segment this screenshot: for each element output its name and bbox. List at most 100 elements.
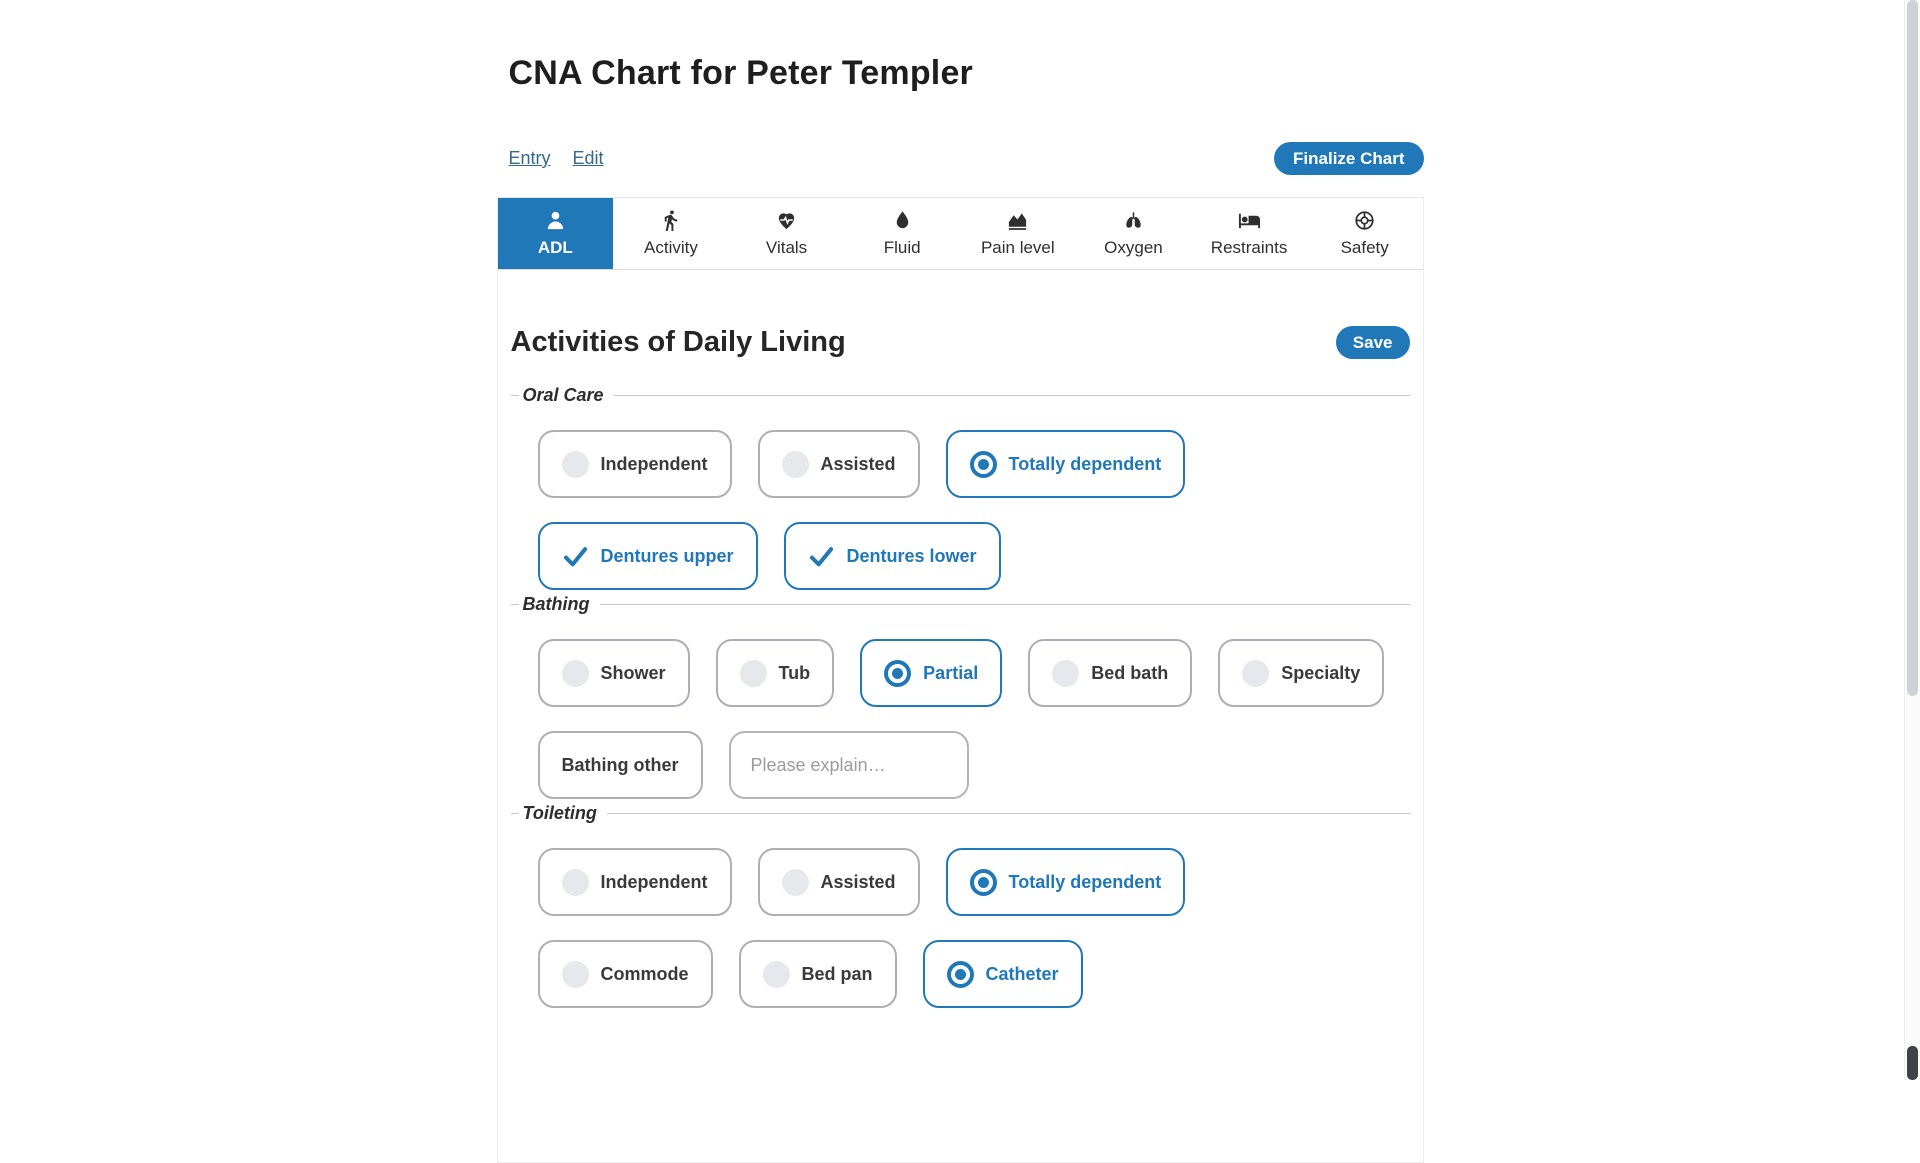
- tab-label: Activity: [644, 238, 698, 258]
- heart-pulse-icon: [775, 209, 798, 232]
- bed-icon: [1238, 209, 1261, 232]
- option-bathing-bed-bath[interactable]: Bed bath: [1028, 639, 1192, 707]
- tab-label: Vitals: [766, 238, 807, 258]
- lungs-icon: [1122, 209, 1145, 232]
- option-label: Totally dependent: [1009, 872, 1162, 893]
- toolbar-links: Entry Edit: [509, 148, 604, 169]
- tab-restraints[interactable]: Restraints: [1191, 198, 1307, 269]
- radio-indicator: [1242, 660, 1269, 687]
- radio-indicator: [763, 961, 790, 988]
- option-label: Dentures lower: [847, 546, 977, 567]
- save-button[interactable]: Save: [1336, 326, 1410, 359]
- scrollbar-bottom-mark: [1907, 1046, 1918, 1080]
- option-label: Commode: [601, 964, 689, 985]
- radio-indicator: [740, 660, 767, 687]
- option-oral-independent[interactable]: Independent: [538, 430, 732, 498]
- radio-indicator-selected: [970, 451, 997, 478]
- tab-pain-level[interactable]: Pain level: [960, 198, 1076, 269]
- radio-indicator: [1052, 660, 1079, 687]
- option-bathing-shower[interactable]: Shower: [538, 639, 690, 707]
- check-icon: [562, 543, 589, 570]
- option-label: Catheter: [986, 964, 1059, 985]
- radio-indicator-selected: [947, 961, 974, 988]
- radio-indicator: [782, 451, 809, 478]
- option-toileting-catheter[interactable]: Catheter: [923, 940, 1083, 1008]
- person-icon: [544, 209, 567, 232]
- option-oral-assisted[interactable]: Assisted: [758, 430, 920, 498]
- radio-indicator: [782, 869, 809, 896]
- option-dentures-lower[interactable]: Dentures lower: [784, 522, 1001, 590]
- dentures-row: Dentures upper Dentures lower: [538, 522, 1410, 590]
- radio-indicator: [562, 660, 589, 687]
- option-toileting-assisted[interactable]: Assisted: [758, 848, 920, 916]
- bathing-other-row: Bathing other: [538, 731, 1410, 799]
- option-label: Dentures upper: [601, 546, 734, 567]
- option-label: Assisted: [821, 454, 896, 475]
- option-label: Shower: [601, 663, 666, 684]
- page-title: CNA Chart for Peter Templer: [509, 54, 1424, 93]
- life-ring-icon: [1353, 209, 1376, 232]
- option-label: Specialty: [1281, 663, 1360, 684]
- option-label: Independent: [601, 872, 708, 893]
- tab-label: Oxygen: [1104, 238, 1163, 258]
- panel-content: Activities of Daily Living Save Oral Car…: [498, 326, 1423, 1022]
- group-legend: Oral Care: [519, 383, 614, 408]
- radio-indicator: [562, 451, 589, 478]
- option-dentures-upper[interactable]: Dentures upper: [538, 522, 758, 590]
- area-chart-icon: [1006, 209, 1029, 232]
- tab-label: Fluid: [884, 238, 921, 258]
- option-oral-totally-dependent[interactable]: Totally dependent: [946, 430, 1186, 498]
- option-bathing-specialty[interactable]: Specialty: [1218, 639, 1384, 707]
- option-toileting-independent[interactable]: Independent: [538, 848, 732, 916]
- panel-header: Activities of Daily Living Save: [511, 326, 1410, 359]
- group-legend: Bathing: [519, 592, 600, 617]
- tab-oxygen[interactable]: Oxygen: [1076, 198, 1192, 269]
- option-toileting-bed-pan[interactable]: Bed pan: [739, 940, 897, 1008]
- option-label: Bed bath: [1091, 663, 1168, 684]
- option-bathing-partial[interactable]: Partial: [860, 639, 1002, 707]
- tab-label: Safety: [1341, 238, 1389, 258]
- option-label: Bed pan: [802, 964, 873, 985]
- option-bathing-other[interactable]: Bathing other: [538, 731, 703, 799]
- tab-adl[interactable]: ADL: [498, 198, 614, 269]
- finalize-chart-button[interactable]: Finalize Chart: [1274, 142, 1423, 175]
- radio-indicator: [562, 869, 589, 896]
- option-bathing-tub[interactable]: Tub: [716, 639, 835, 707]
- option-label: Totally dependent: [1009, 454, 1162, 475]
- explain-input[interactable]: [729, 731, 969, 799]
- entry-link[interactable]: Entry: [509, 148, 551, 169]
- option-toileting-totally-dependent[interactable]: Totally dependent: [946, 848, 1186, 916]
- radio-indicator: [562, 961, 589, 988]
- tab-label: Restraints: [1211, 238, 1288, 258]
- tab-label: ADL: [538, 238, 573, 258]
- group-oral-care: Oral Care Independent Assisted Totally d…: [511, 395, 1410, 604]
- oral-care-level-row: Independent Assisted Totally dependent: [538, 430, 1410, 498]
- scrollbar-thumb[interactable]: [1907, 0, 1918, 696]
- tab-bar: ADL Activity Vitals Fluid: [498, 198, 1423, 270]
- tab-safety[interactable]: Safety: [1307, 198, 1423, 269]
- option-label: Partial: [923, 663, 978, 684]
- tab-activity[interactable]: Activity: [613, 198, 729, 269]
- scrollbar[interactable]: [1904, 0, 1920, 1080]
- option-label: Assisted: [821, 872, 896, 893]
- group-bathing: Bathing Shower Tub Partial: [511, 604, 1410, 813]
- page: CNA Chart for Peter Templer Entry Edit F…: [497, 0, 1424, 1163]
- option-label: Bathing other: [562, 755, 679, 776]
- walking-icon: [659, 209, 682, 232]
- tab-vitals[interactable]: Vitals: [729, 198, 845, 269]
- group-toileting: Toileting Independent Assisted Totally d…: [511, 813, 1410, 1022]
- option-toileting-commode[interactable]: Commode: [538, 940, 713, 1008]
- radio-indicator-selected: [970, 869, 997, 896]
- toolbar: Entry Edit Finalize Chart: [497, 142, 1424, 175]
- option-label: Tub: [779, 663, 811, 684]
- toileting-method-row: Commode Bed pan Catheter: [538, 940, 1410, 1008]
- droplet-icon: [891, 209, 914, 232]
- tab-fluid[interactable]: Fluid: [844, 198, 960, 269]
- option-label: Independent: [601, 454, 708, 475]
- chart-panel: ADL Activity Vitals Fluid: [497, 197, 1424, 1163]
- check-icon: [808, 543, 835, 570]
- toileting-level-row: Independent Assisted Totally dependent: [538, 848, 1410, 916]
- group-legend: Toileting: [519, 801, 607, 826]
- edit-link[interactable]: Edit: [573, 148, 604, 169]
- radio-indicator-selected: [884, 660, 911, 687]
